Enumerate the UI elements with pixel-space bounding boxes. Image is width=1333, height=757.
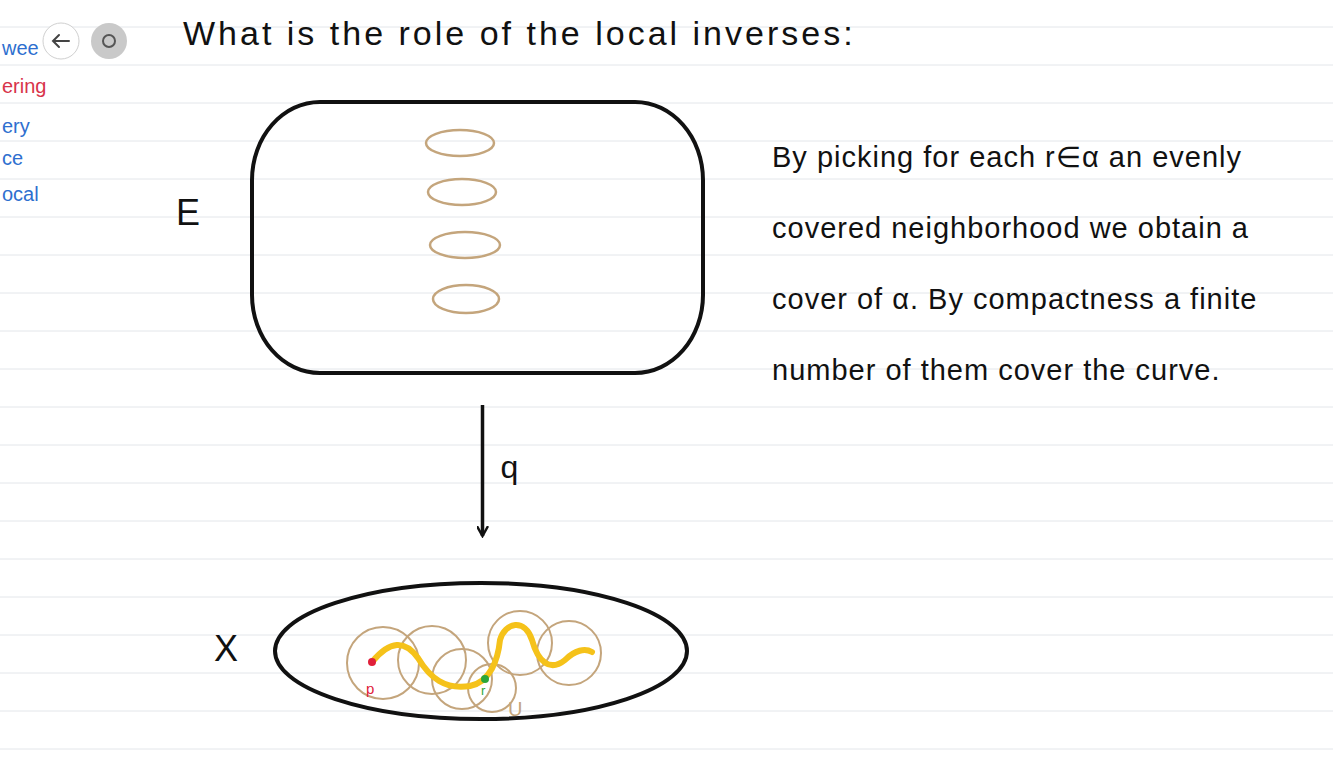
covering-circles <box>347 611 601 712</box>
toolbar-buttons <box>43 23 127 59</box>
page-title: What is the role of the local inverses: <box>183 14 856 53</box>
neighborhood-label: U <box>508 697 522 721</box>
explanation-note: By picking for each r∈α an evenly covere… <box>772 122 1322 406</box>
total-space-box: E <box>250 100 705 375</box>
sidebar-item: ce <box>2 146 23 170</box>
sidebar-item: ering <box>2 74 46 98</box>
point-r <box>481 675 489 683</box>
sidebar-item: ocal <box>2 182 39 206</box>
space-label: X <box>214 628 238 670</box>
fibre-sheets <box>426 130 500 313</box>
point-label: r <box>481 683 485 699</box>
base-space-oval: X <box>272 580 690 722</box>
space-label: E <box>176 192 200 234</box>
point-label: p <box>366 680 374 698</box>
point-p <box>368 658 376 666</box>
sidebar-item: wee <box>2 36 39 60</box>
sidebar-item: ery <box>2 114 30 138</box>
projection-arrow <box>481 405 485 536</box>
curve-alpha <box>372 625 592 687</box>
ruled-lines <box>0 27 1333 749</box>
oval-outline <box>272 580 690 722</box>
map-label: q <box>501 449 519 486</box>
